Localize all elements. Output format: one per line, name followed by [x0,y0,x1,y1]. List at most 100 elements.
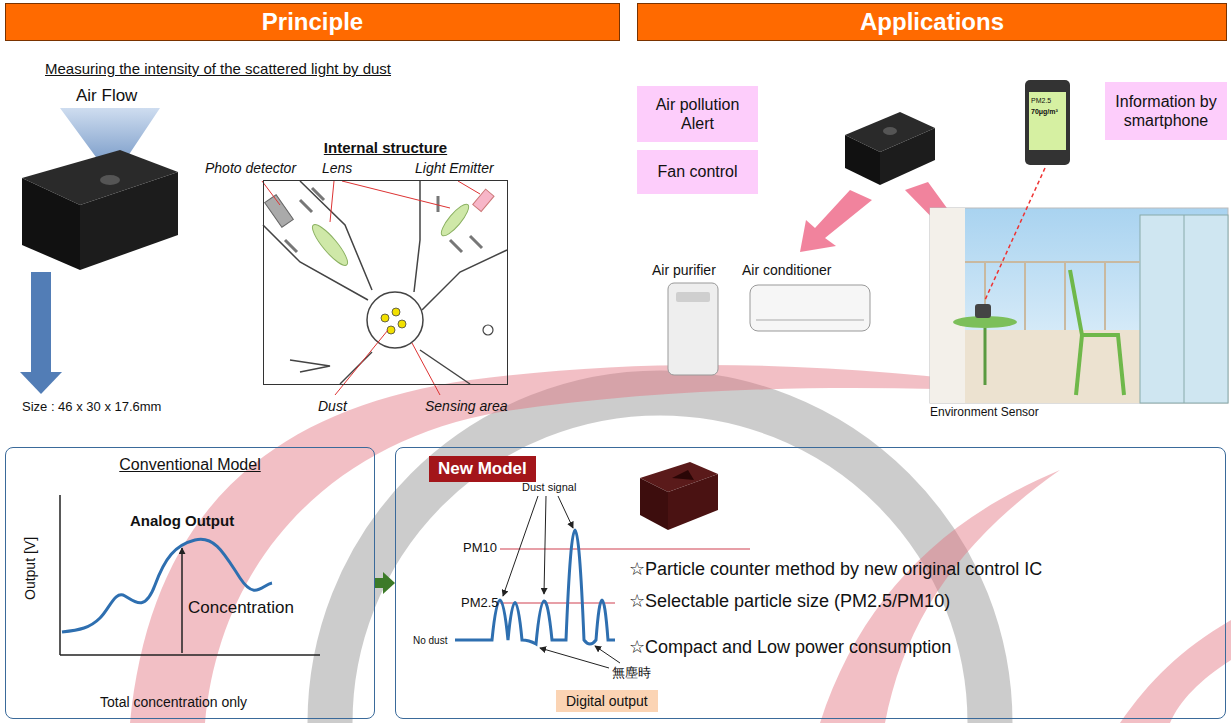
glass-door [1140,215,1228,403]
housing-wall [300,181,372,290]
signal-label: Dust signal [522,481,576,494]
air-purifier [668,283,718,375]
pink-arrow [800,190,872,252]
node-text: Principle [262,8,363,36]
sensor-hole [883,127,897,135]
pointer-arrow [595,646,620,663]
screw-hole [483,325,493,335]
threshold-label: PM10 [463,541,497,556]
node-text: Air pollution Alert [643,95,752,133]
feature-box: Fan control [637,150,758,194]
device-name: Air conditioner [742,262,832,278]
sensor-side [640,478,668,530]
node-text: New Model [438,459,527,479]
rail [965,261,1140,263]
dust-dot [387,326,395,334]
section-header: Principle [5,3,620,41]
housing-wall [340,352,372,384]
model-panel: ☆Particle counter method by new original… [395,447,1226,719]
leader-line [330,181,334,222]
ac-louver [756,320,864,321]
chair [1070,270,1124,395]
chair-leg [1076,335,1082,395]
dust-dot [398,320,406,328]
node-text: Information by smartphone [1111,92,1221,130]
model-tag: New Model [429,456,536,482]
rail-bar [1024,262,1026,330]
housing-wall [422,250,507,310]
device-name: Environment Sensor [930,406,1039,420]
baffle [437,196,440,212]
leader-line [458,181,480,194]
part-name: Light Emitter [415,160,494,176]
feature-box: Information by smartphone [1105,82,1227,140]
node-text: Digital output [566,693,648,709]
section-header: Applications [637,3,1227,41]
baseline-label: 無塵時 [612,666,651,681]
axis-label: Output [V] [22,537,38,600]
node-text: Fan control [643,162,752,181]
lens [308,221,352,270]
housing-wall [414,181,420,292]
smartphone [1025,80,1070,165]
part-name: Sensing area [425,398,508,414]
leader-line [412,343,440,395]
chart-title: Analog Output [130,512,234,529]
table-leg [984,328,987,385]
wireless-link [985,168,1045,300]
airflow-arrow [20,372,62,394]
baseline-label: No dust [413,635,447,647]
watermark-swoosh [1120,620,1231,723]
pointer-arrow [544,496,546,594]
pointer-arrow [540,648,609,668]
sensor-front [80,172,178,270]
pm10-threshold [500,548,750,549]
phone-screen [1029,92,1066,150]
sensor-front [668,474,718,530]
node-text: Conventional Model [6,456,374,474]
leader-line [335,330,388,395]
threshold-label: PM2.5 [461,596,499,611]
baffles [285,188,482,252]
airflow-arrow [31,272,51,372]
sensor-inlet [672,470,694,480]
leader-lines [262,181,480,395]
model-panel: Conventional Model [5,447,375,719]
y-axis [59,495,61,655]
scene-sky [930,208,1228,403]
baffle [285,240,297,252]
sensor-hole [100,175,120,185]
sensor-front [880,128,935,185]
dimension: Size : 46 x 30 x 17.6mm [22,400,161,415]
node-text: Internal structure [244,139,527,156]
dust-dot [381,314,389,322]
subtitle: Measuring the intensity of the scattered… [45,60,391,77]
pointer-arrow [503,496,538,596]
part-name: Dust [318,398,347,414]
leader-line [342,181,450,208]
feature-box: Air pollution Alert [637,86,758,142]
node-text: Applications [860,8,1004,36]
rail-bar [1064,262,1066,330]
pointer-arrow [558,496,573,528]
chart-annotation: Concentration [188,598,294,618]
sensor-side [845,135,880,185]
baffle [470,236,482,248]
leader-line [262,181,280,205]
flow-label: Air Flow [76,86,137,106]
node-text: ☆Particle counter method by new original… [629,558,1042,580]
concentration-arrow [181,548,183,653]
chart-note: Total concentration only [100,694,247,710]
door-frame [1184,215,1185,403]
dust-signal [455,530,615,644]
dust-particles [381,308,406,334]
baffle [312,188,324,200]
baffle [300,200,312,212]
screen-text: PM2.5 [1031,97,1051,105]
sensor-side [22,178,80,270]
housing-wall [290,360,330,372]
analog-curve [62,539,272,632]
watermark-swoosh [130,365,1090,723]
environment-sensor [975,304,991,318]
